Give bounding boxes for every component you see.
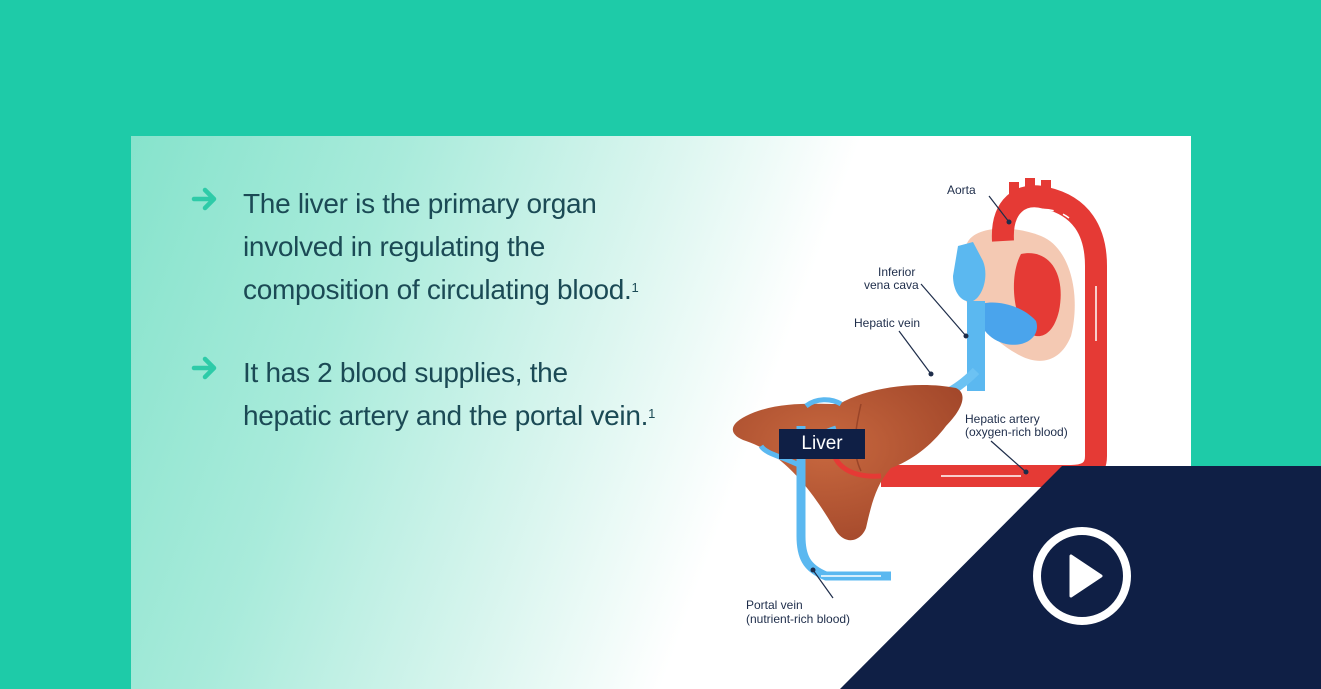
- bullet-line: It has 2 blood supplies, the: [243, 357, 568, 388]
- label-hepatic-vein: Hepatic vein: [854, 316, 920, 330]
- bullet-item: The liver is the primary organ involved …: [191, 182, 639, 311]
- bullet-text: The liver is the primary organ involved …: [243, 182, 639, 311]
- bullet-line: involved in regulating the: [243, 231, 545, 262]
- label-portal-vein: (nutrient-rich blood): [746, 612, 850, 626]
- intestine: [888, 535, 961, 620]
- label-inferior-vena-cava: Inferior: [878, 265, 915, 279]
- label-portal-vein: Portal vein: [746, 598, 803, 612]
- slide-panel: The liver is the primary organ involved …: [131, 136, 1191, 689]
- play-button-ring: [1033, 527, 1131, 625]
- bullet-text: It has 2 blood supplies, the hepatic art…: [243, 351, 655, 437]
- label-inferior-vena-cava: vena cava: [864, 278, 919, 292]
- reference-marker: 1: [631, 280, 639, 295]
- label-hepatic-artery: Hepatic artery: [965, 412, 1040, 426]
- bullet-line: hepatic artery and the portal vein.: [243, 400, 649, 431]
- liver-label: Liver: [779, 429, 865, 459]
- play-icon: [1069, 554, 1103, 598]
- bullet-line: composition of circulating blood.: [243, 274, 632, 305]
- reference-marker: 1: [648, 406, 656, 421]
- label-hepatic-artery: (oxygen-rich blood): [965, 425, 1068, 439]
- label-aorta: Aorta: [947, 183, 976, 197]
- arrow-right-icon: [191, 187, 217, 211]
- bullet-item: It has 2 blood supplies, the hepatic art…: [191, 351, 655, 437]
- liver-shape: [732, 384, 963, 541]
- arrow-right-icon: [191, 356, 217, 380]
- play-button[interactable]: [1033, 527, 1131, 625]
- bullet-line: The liver is the primary organ: [243, 188, 597, 219]
